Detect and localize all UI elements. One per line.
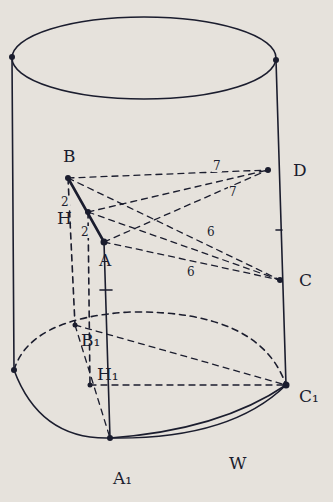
tick-mark (100, 289, 112, 291)
chord-a1c1 (110, 385, 286, 438)
point-label: B (62, 148, 77, 165)
right-generatrix (276, 60, 286, 385)
point-dot (11, 367, 17, 373)
point-dot (101, 239, 108, 246)
point-label: C₁ (298, 388, 320, 405)
point-dot (265, 167, 271, 173)
point-label: A (98, 252, 112, 269)
length-label: 7 (212, 160, 222, 172)
point-dot (283, 382, 290, 389)
left-generatrix (12, 57, 14, 370)
point-dot (107, 435, 113, 441)
length-label: 7 (228, 186, 238, 198)
length-label: 2 (80, 226, 90, 238)
point-dot (277, 277, 283, 283)
bottom-base-back (14, 312, 286, 385)
segment-bc (68, 178, 280, 280)
segment-ad (104, 170, 268, 242)
point-label: H (56, 210, 73, 227)
segment-hd (88, 170, 268, 212)
point-dot (85, 209, 91, 215)
length-label: 6 (186, 266, 196, 278)
point-dot (9, 54, 15, 60)
point-label: D (292, 162, 308, 179)
bottom-base-front (14, 370, 286, 438)
segment-ac (104, 242, 280, 280)
point-dot (88, 383, 93, 388)
point-dot (73, 323, 78, 328)
point-label: B₁ (80, 332, 101, 349)
point-dot (65, 175, 71, 181)
point-label: C (298, 272, 313, 289)
length-label: 6 (206, 226, 216, 238)
segment-b1c1 (75, 325, 286, 385)
segment-hc (88, 212, 280, 280)
segment-aa1 (104, 242, 110, 438)
length-label: 2 (60, 196, 70, 208)
segment-h1c1 (90, 384, 286, 385)
point-dot (273, 57, 279, 63)
top-base (12, 17, 276, 99)
point-label: A₁ (112, 470, 133, 487)
point-label: W (228, 455, 247, 472)
point-label: H₁ (96, 366, 120, 383)
tick-mark (276, 229, 282, 231)
